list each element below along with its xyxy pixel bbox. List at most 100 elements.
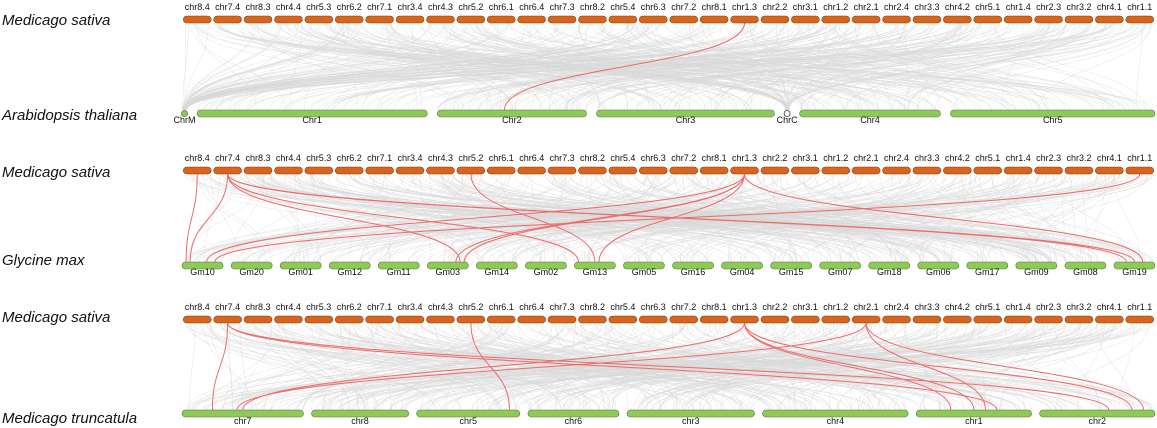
target-chromosome — [762, 409, 909, 418]
query-chromosome-label: chr5.1 — [975, 153, 1000, 163]
target-chromosome — [623, 261, 665, 270]
background-link — [762, 322, 1128, 411]
query-chromosome-label: chr4.1 — [1097, 2, 1122, 12]
query-chromosome — [1125, 315, 1155, 324]
background-link — [1054, 322, 1100, 411]
background-link — [492, 173, 985, 263]
query-chromosome-label: chr3.4 — [397, 2, 422, 12]
background-link — [863, 322, 1066, 411]
query-chromosome-label: chr4.1 — [1097, 302, 1122, 312]
background-link — [612, 173, 1052, 263]
background-link — [448, 22, 932, 111]
background-link — [488, 173, 902, 263]
target-chromosome — [1064, 261, 1107, 270]
background-link — [578, 22, 629, 111]
query-chromosome — [882, 166, 911, 175]
query-chromosome-label: chr4.1 — [1097, 153, 1122, 163]
background-link — [241, 322, 273, 411]
target-chromosome-label: Gm11 — [387, 267, 411, 277]
target-chromosome-label: Gm10 — [190, 267, 215, 277]
query-chromosome — [365, 166, 394, 175]
background-link — [401, 322, 1114, 411]
target-chromosome-label: Chr5 — [1043, 115, 1063, 125]
background-link — [498, 22, 869, 111]
background-link — [896, 22, 958, 111]
target-chromosome — [917, 261, 960, 270]
background-link — [271, 173, 1024, 263]
target-chromosome — [868, 261, 911, 270]
target-chromosome — [1039, 409, 1156, 418]
background-link — [526, 22, 601, 111]
query-chromosome — [578, 315, 607, 324]
target-chromosome-label: Gm16 — [681, 267, 706, 277]
background-link — [950, 173, 1023, 263]
query-chromosome — [304, 15, 334, 24]
background-link — [293, 173, 450, 263]
query-chromosome — [821, 15, 850, 24]
background-link — [720, 322, 768, 411]
background-link — [684, 322, 1081, 411]
query-chromosome-label: chr2.4 — [884, 153, 909, 163]
background-link — [631, 322, 1118, 411]
background-link — [950, 173, 994, 263]
background-link — [897, 22, 1068, 111]
query-chromosome-label: chr8.4 — [185, 302, 210, 312]
query-chromosome-label: chr5.3 — [306, 153, 331, 163]
query-chromosome — [821, 315, 850, 324]
background-links — [183, 173, 1154, 263]
background-link — [1021, 173, 1073, 263]
background-link — [460, 22, 805, 111]
target-chromosome-label: Gm15 — [779, 267, 804, 277]
highlight-link — [227, 322, 1110, 411]
target-chromosome-label: ChrM — [174, 115, 196, 125]
background-link — [565, 22, 739, 111]
query-chromosome — [426, 15, 455, 24]
query-chromosome — [851, 15, 881, 24]
target-chromosome-label: Gm05 — [632, 267, 657, 277]
target-chromosome — [950, 109, 1156, 118]
background-link — [644, 322, 1040, 411]
query-chromosome — [791, 166, 820, 175]
background-link — [1113, 173, 1141, 263]
background-link — [706, 173, 1041, 263]
background-link — [194, 22, 662, 111]
target-chromosome — [416, 409, 521, 418]
highlight-link — [744, 173, 1144, 263]
background-link — [429, 22, 493, 111]
background-link — [1004, 322, 1062, 411]
query-chromosome — [486, 15, 516, 24]
background-link — [368, 173, 1030, 263]
target-chromosome-label: chr8 — [351, 416, 369, 426]
query-chromosome-label: chr1.2 — [823, 302, 848, 312]
panel-2-query-species: Medicago sativa — [2, 164, 110, 181]
background-link — [677, 322, 852, 411]
background-link — [891, 173, 947, 263]
background-link — [289, 22, 303, 111]
background-link — [201, 173, 856, 263]
query-chromosome-label: chr3.3 — [914, 2, 939, 12]
highlight-link — [504, 22, 745, 111]
query-chromosome — [1064, 15, 1094, 24]
background-link — [290, 173, 386, 263]
background-link — [302, 322, 503, 411]
background-link — [428, 322, 1048, 411]
background-link — [206, 322, 436, 411]
query-chromosome — [517, 15, 546, 24]
background-link — [348, 173, 375, 263]
background-link — [980, 22, 1120, 111]
highlight-link — [227, 322, 998, 411]
background-link — [494, 322, 581, 411]
target-chromosome-label: Gm02 — [534, 267, 559, 277]
query-chromosome-label: chr6.3 — [641, 153, 666, 163]
query-chromosome — [517, 166, 546, 175]
query-chromosome — [973, 166, 1002, 175]
background-link — [470, 22, 799, 111]
background-link — [553, 22, 683, 111]
query-chromosome — [943, 15, 972, 24]
target-chromosome — [721, 261, 763, 270]
highlight-link — [236, 322, 867, 411]
target-chromosome — [819, 261, 861, 270]
query-chromosome — [943, 166, 972, 175]
target-chromosome-label: Gm04 — [730, 267, 755, 277]
